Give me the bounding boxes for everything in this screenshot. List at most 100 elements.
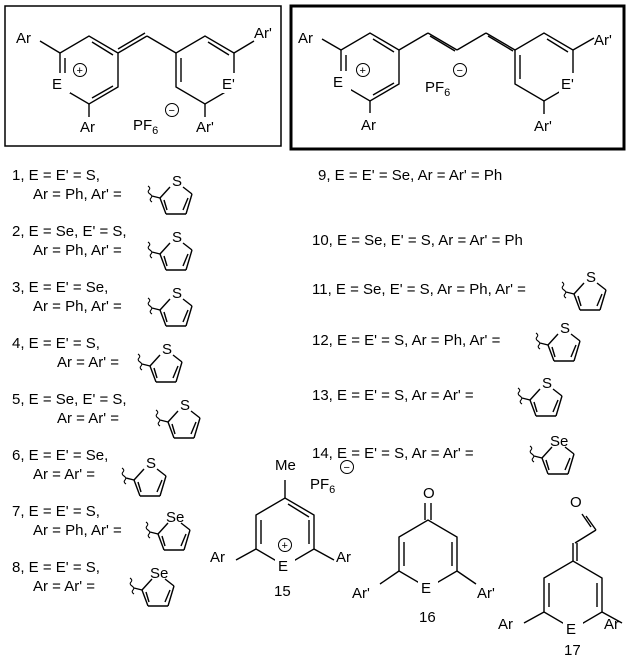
substituent-ar-prime: Ar' — [594, 32, 612, 49]
heteroaryl-substituent: S — [155, 397, 201, 439]
heteroaryl-substituent: S — [147, 285, 193, 327]
compound-box-monomethine: Ar E Ar Ar' E' Ar' + PF6 − — [4, 5, 282, 147]
substituent-ar: Ar — [298, 30, 313, 47]
positive-charge-icon — [356, 63, 370, 77]
substituent-ar: Ar — [336, 549, 351, 566]
negative-charge-icon — [340, 460, 354, 474]
wavy-bond-icon — [147, 241, 153, 259]
list-item: 13, E = E' = S, Ar = Ar' = — [312, 387, 474, 404]
compound-number: 15 — [274, 583, 291, 600]
negative-charge-icon — [165, 103, 179, 117]
svg-text:Ar = Ph, Ar' =: Ar = Ph, Ar' = — [33, 522, 122, 539]
box-frame — [4, 5, 282, 147]
svg-text:Ar = Ph, Ar' =: Ar = Ph, Ar' = — [33, 298, 122, 315]
svg-text:6, E = E' = Se,: 6, E = E' = Se, — [12, 447, 108, 464]
substituent-ar-prime: Ar' — [254, 25, 272, 42]
list-item: 4, E = E' = S, Ar = Ar' = — [12, 335, 119, 371]
list-item: 12, E = E' = S, Ar = Ph, Ar' = — [312, 332, 501, 349]
svg-text:3, E = E' = Se,: 3, E = E' = Se, — [12, 279, 108, 296]
heteroaryl-substituent: S — [137, 341, 183, 383]
heteroatom-e: E — [333, 74, 343, 91]
svg-text:+: + — [360, 65, 366, 77]
oxygen-label: O — [423, 485, 435, 502]
heteroatom-label: S — [586, 269, 596, 286]
methyl-label: Me — [275, 457, 296, 474]
wavy-bond-icon — [129, 577, 135, 595]
heteroaryl-substituent: Se — [129, 565, 175, 607]
substituent-ar-prime: Ar' — [352, 585, 370, 602]
svg-text:8, E = E' = S,: 8, E = E' = S, — [12, 559, 100, 576]
list-item: 3, E = E' = Se, Ar = Ph, Ar' = — [12, 279, 122, 315]
compound-17: O E Ar Ar 17 — [498, 494, 623, 659]
heteroatom-label: S — [162, 341, 172, 358]
list-item: 2, E = Se, E' = S, Ar = Ph, Ar' = — [12, 223, 127, 259]
svg-text:−: − — [457, 65, 463, 77]
list-item: 5, E = Se, E' = S, Ar = Ar' = — [12, 391, 127, 427]
substituent-ar-prime: Ar' — [196, 119, 214, 136]
heteroaryl-substituent: S — [121, 455, 167, 497]
svg-text:1, E = E' = S,: 1, E = E' = S, — [12, 167, 100, 184]
wavy-bond-icon — [121, 467, 127, 485]
heteroatom-e: E — [278, 558, 288, 575]
list-item: 11, E = Se, E' = S, Ar = Ph, Ar' = — [312, 281, 526, 298]
compound-16: O E Ar' Ar' 16 — [352, 485, 495, 626]
wavy-bond-icon — [529, 445, 535, 463]
counterion-label: PF6 — [310, 476, 335, 496]
heteroatom-label: Se — [166, 509, 184, 526]
heteroatom-e-prime: E' — [561, 76, 574, 93]
svg-text:Ar = Ar' =: Ar = Ar' = — [57, 354, 119, 371]
heteroatom-label: S — [560, 320, 570, 337]
substituent-ar: Ar — [16, 30, 31, 47]
wavy-bond-icon — [561, 281, 567, 299]
wavy-bond-icon — [517, 387, 523, 405]
substituent-ar-prime: Ar' — [534, 118, 552, 135]
svg-text:Ar = Ar' =: Ar = Ar' = — [33, 578, 95, 595]
negative-charge-icon — [453, 63, 467, 77]
wavy-bond-icon — [147, 185, 153, 203]
oxygen-label: O — [570, 494, 582, 511]
heteroaryl-substituent: S — [535, 320, 581, 362]
heteroatom-label: S — [542, 375, 552, 392]
heteroaryl-substituent: S — [517, 375, 563, 417]
substituent-ar: Ar — [80, 119, 95, 136]
list-item: 8, E = E' = S, Ar = Ar' = — [12, 559, 100, 595]
compound-15: Me E Ar Ar + 15 PF6 − — [210, 457, 354, 600]
heteroaryl-substituent: S — [561, 269, 607, 311]
positive-charge-icon — [73, 63, 87, 77]
compound-number: 17 — [564, 642, 581, 659]
list-item: 7, E = E' = S, Ar = Ph, Ar' = — [12, 503, 122, 539]
heteroatom-label: Se — [550, 433, 568, 450]
substituent-ar: Ar — [604, 616, 619, 633]
svg-text:+: + — [77, 65, 83, 77]
wavy-bond-icon — [147, 297, 153, 315]
svg-text:Ar = Ar' =: Ar = Ar' = — [57, 410, 119, 427]
heteroatom-e: E — [421, 580, 431, 597]
substituent-ar: Ar — [361, 117, 376, 134]
heteroatom-label: S — [180, 397, 190, 414]
list-item: 14, E = E' = S, Ar = Ar' = — [312, 445, 474, 462]
entry-list-left: 1, E = E' = S, Ar = Ph, Ar' = 2, E = Se,… — [12, 167, 127, 595]
svg-text:5, E = Se, E' = S,: 5, E = Se, E' = S, — [12, 391, 127, 408]
heteroatom-label: S — [172, 173, 182, 190]
substituent-ar: Ar — [210, 549, 225, 566]
svg-text:2, E = Se, E' = S,: 2, E = Se, E' = S, — [12, 223, 127, 240]
box-frame — [289, 4, 626, 151]
compound-number: 16 — [419, 609, 436, 626]
svg-text:+: + — [282, 540, 288, 552]
svg-text:Ar = Ph, Ar' =: Ar = Ph, Ar' = — [33, 186, 122, 203]
wavy-bond-icon — [137, 353, 143, 371]
positive-charge-icon — [278, 538, 292, 552]
heteroaryl-substituent: Se — [145, 509, 191, 551]
polymethine-chain — [398, 32, 516, 52]
entry-list-right: 9, E = E' = Se, Ar = Ar' = Ph 10, E = Se… — [312, 167, 526, 462]
heteroatom-label: S — [172, 285, 182, 302]
heteroatom-e: E — [52, 76, 62, 93]
compound-box-trimethine: Ar E Ar Ar' E' Ar' + PF6 − — [289, 4, 626, 151]
counterion-label: PF6 — [133, 117, 158, 137]
heteroatom-label: S — [172, 229, 182, 246]
list-item: 6, E = E' = Se, Ar = Ar' = — [12, 447, 108, 483]
heteroatom-label: S — [146, 455, 156, 472]
heteroatom-e: E — [566, 621, 576, 638]
